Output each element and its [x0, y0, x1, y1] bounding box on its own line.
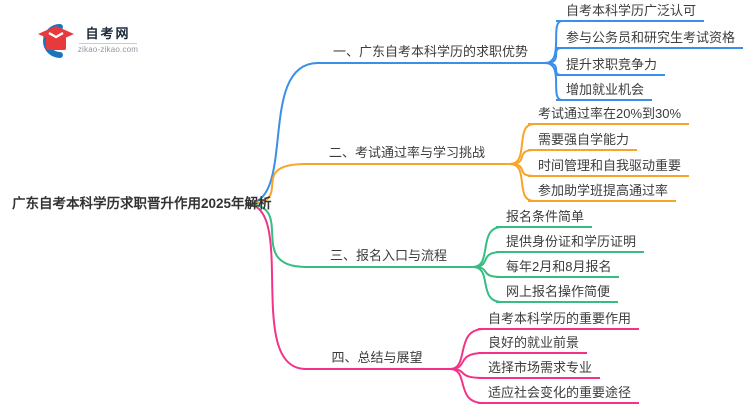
leaf-node: 参与公务员和研究生考试资格 — [556, 28, 744, 49]
connector-curve — [544, 62, 563, 101]
connector-curve — [509, 163, 535, 202]
leaf-node: 良好的就业前景 — [478, 333, 588, 354]
leaf-node: 每年2月和8月报名 — [496, 257, 620, 278]
leaf-node: 需要强自学能力 — [528, 130, 638, 151]
logo-divider — [79, 43, 137, 44]
leaf-node: 增加就业机会 — [556, 80, 653, 101]
connector-curve — [245, 62, 319, 205]
site-logo[interactable]: 自考网 zikao-zikao.com — [28, 18, 158, 62]
branch-node: 二、考试通过率与学习挑战 — [304, 143, 510, 165]
connector-curve — [245, 163, 307, 205]
leaf-node: 适应社会变化的重要途径 — [478, 383, 640, 404]
connector-curve — [245, 203, 307, 268]
leaf-node: 网上报名操作简便 — [496, 282, 619, 303]
site-domain: zikao-zikao.com — [77, 45, 139, 54]
connector-curve — [449, 368, 485, 404]
branch-node: 一、广东自考本科学历的求职优势 — [316, 42, 545, 64]
leaf-node: 自考本科学历广泛认可 — [556, 1, 705, 22]
connector-curve — [472, 266, 503, 303]
graduation-cap-icon — [38, 24, 74, 58]
mindmap-root-node: 广东自考本科学历求职晋升作用2025年解析 — [12, 196, 272, 211]
leaf-node: 考试通过率在20%到30% — [528, 104, 690, 125]
leaf-node: 提升求职竞争力 — [556, 55, 666, 76]
site-name: 自考网 — [85, 26, 131, 41]
leaf-node: 选择市场需求专业 — [478, 358, 601, 379]
connector-curve — [245, 203, 307, 370]
leaf-node: 提供身份证和学历证明 — [496, 232, 645, 253]
leaf-node: 报名条件简单 — [496, 207, 593, 228]
branch-node: 四、总结与展望 — [304, 348, 450, 370]
leaf-node: 参加助学班提高通过率 — [528, 181, 677, 202]
branch-node: 三、报名入口与流程 — [304, 246, 473, 268]
leaf-node: 自考本科学历的重要作用 — [478, 309, 640, 330]
leaf-node: 时间管理和自我驱动重要 — [528, 156, 690, 177]
